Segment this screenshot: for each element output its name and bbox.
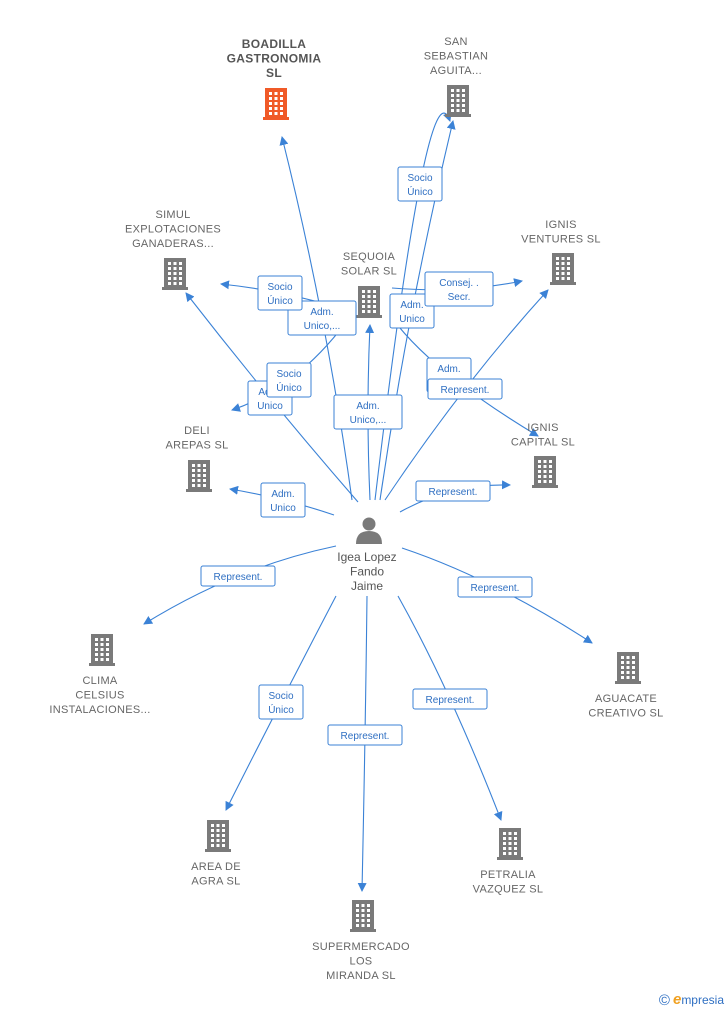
building-icon[interactable] <box>497 828 523 860</box>
edge-label-text: Represent. <box>441 385 490 396</box>
edge-label-box <box>457 576 533 598</box>
person-icon[interactable] <box>356 517 382 545</box>
building-icon[interactable] <box>205 820 231 852</box>
edge-label[interactable]: Consej. .Secr. <box>424 271 494 307</box>
edge-label-box <box>412 688 488 710</box>
edge-label-text: Represent. <box>429 487 478 498</box>
edge-label-box <box>257 275 303 311</box>
copyright-icon: © <box>658 992 670 1009</box>
edge-label-box <box>260 482 306 518</box>
edge-label-box <box>327 724 403 746</box>
edge-label[interactable]: Adm.Unico <box>389 293 435 329</box>
edge-label[interactable]: Represent. <box>327 724 403 746</box>
building-icon[interactable] <box>350 900 376 932</box>
building-icon[interactable] <box>162 258 188 290</box>
edge-label[interactable]: Represent. <box>457 576 533 598</box>
building-icon[interactable] <box>550 253 576 285</box>
edge-label[interactable]: Represent. <box>412 688 488 710</box>
brand-logo[interactable]: ©empresia <box>659 991 724 1009</box>
edge-label-text: Represent. <box>214 572 263 583</box>
edge-label-box <box>397 166 443 202</box>
edge-label-box <box>287 300 357 336</box>
edge-label[interactable]: Adm.Unico,... <box>287 300 357 336</box>
edge-label-box <box>424 271 494 307</box>
edge-label[interactable]: Represent. <box>427 378 503 400</box>
building-icon[interactable] <box>445 85 471 117</box>
edge-label[interactable]: Represent. <box>415 480 491 502</box>
edge-label[interactable]: Represent. <box>200 565 276 587</box>
edge-label-text: Consej. .Secr. <box>439 278 478 303</box>
edge-label-box <box>415 480 491 502</box>
building-icon[interactable] <box>615 652 641 684</box>
edge-label-box <box>389 293 435 329</box>
edge-label-text: Adm.Unico,... <box>350 401 387 426</box>
edge-label[interactable]: Adm.Unico <box>260 482 306 518</box>
building-icon[interactable] <box>532 456 558 488</box>
edge-label-box <box>427 378 503 400</box>
edge-label-text: Represent. <box>341 731 390 742</box>
edge-label-box <box>200 565 276 587</box>
edge-labels-layer: Adm.Unico,...SocioÚnicoAdm.UnicoAdm.Unic… <box>200 166 533 746</box>
edge-label-text: Adm.Unico <box>399 300 425 325</box>
building-icon[interactable] <box>89 634 115 666</box>
brand-initial: e <box>672 990 682 1008</box>
building-icon[interactable] <box>263 88 289 120</box>
brand-name: mpresia <box>681 992 724 1007</box>
edge-label-box <box>333 394 403 430</box>
edge-label-text: Adm.Unico <box>270 489 296 514</box>
edge-label-text: Represent. <box>426 695 475 706</box>
building-icon[interactable] <box>356 286 382 318</box>
edge-label-text: Represent. <box>471 583 520 594</box>
edge-label-box <box>266 362 312 398</box>
edge-label-box <box>258 684 304 720</box>
edge-label-text: Adm.Unico,... <box>304 307 341 332</box>
edge-label[interactable]: Adm.Unico,... <box>333 394 403 430</box>
building-icon[interactable] <box>186 460 212 492</box>
